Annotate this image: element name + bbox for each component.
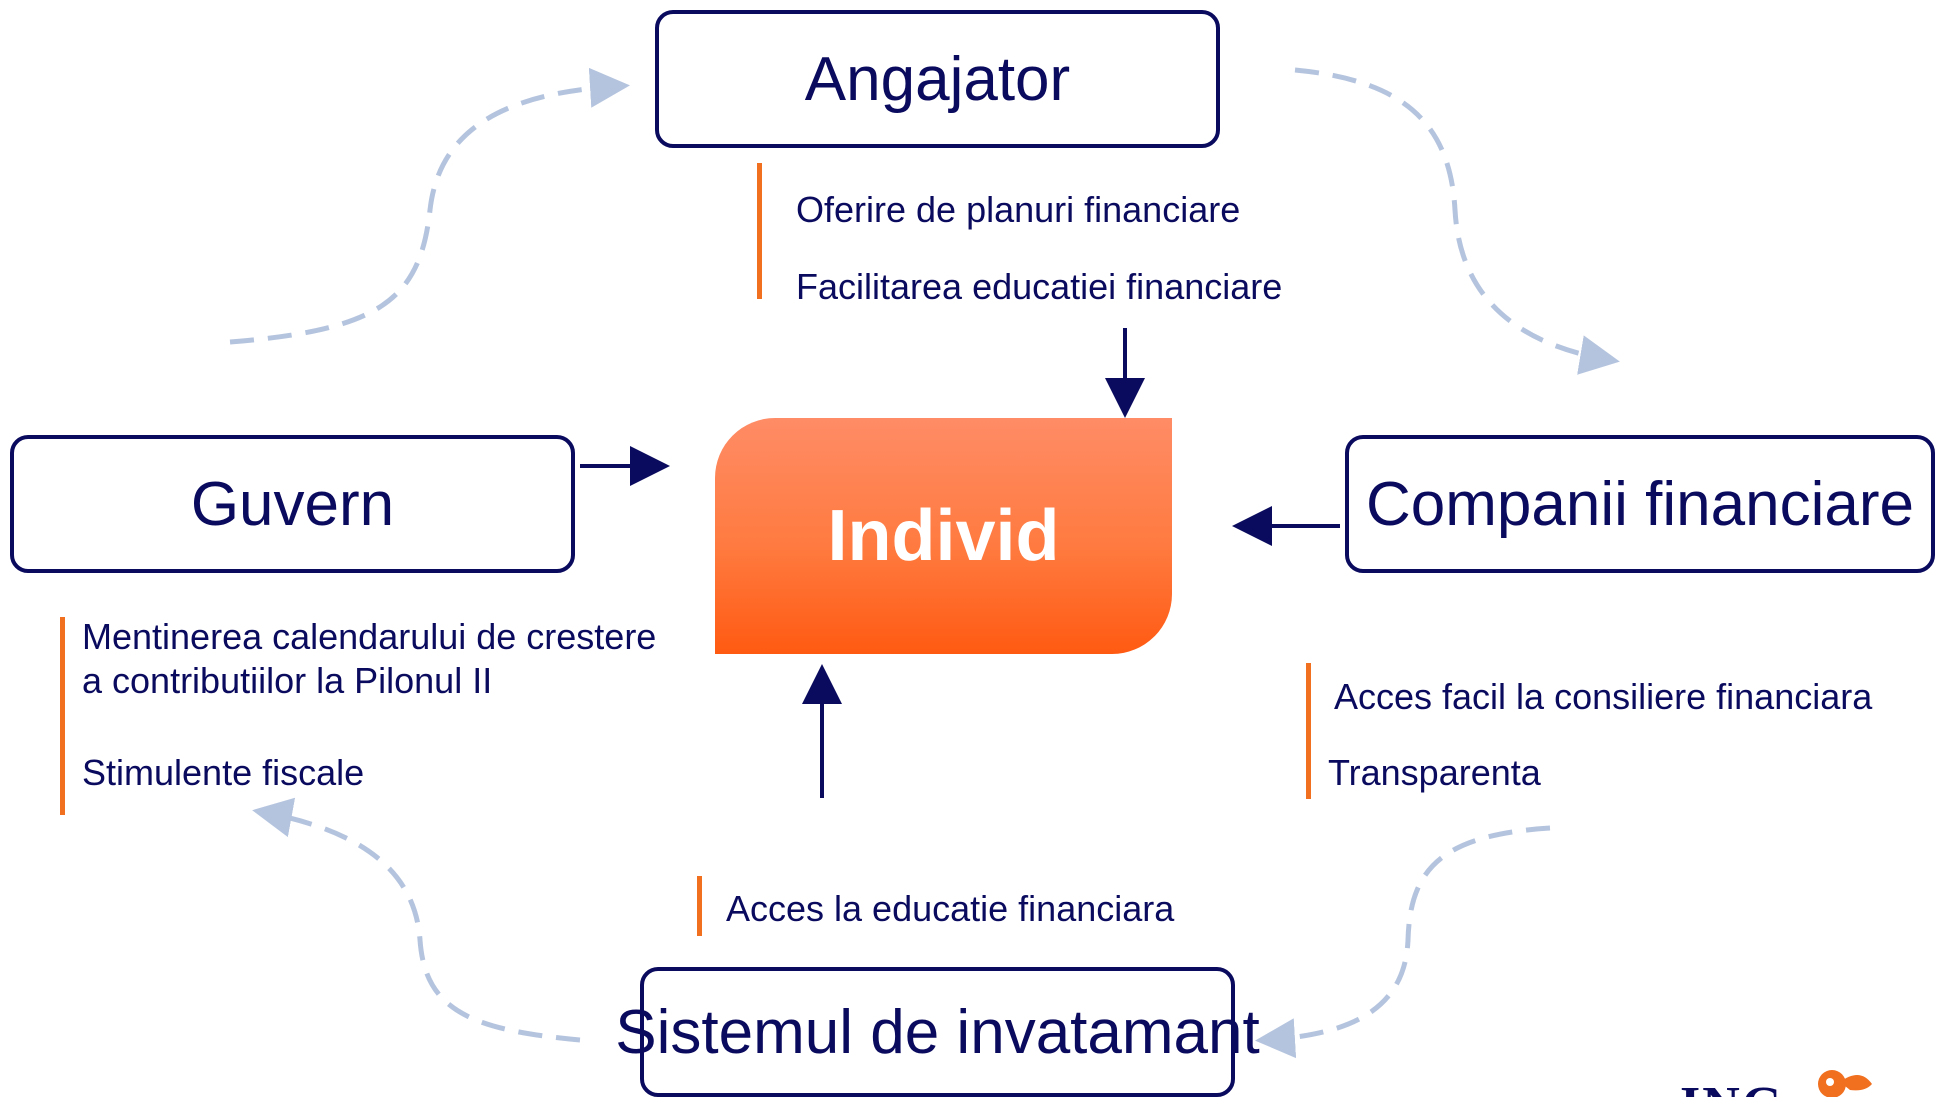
node-guvern: Guvern [10, 435, 575, 573]
lion-icon [1818, 1070, 1872, 1097]
note-companii-2: Transparenta [1328, 752, 1541, 793]
notes-sistem [697, 876, 703, 936]
dashed-arrow-guvern-to-angajator [229, 67, 630, 345]
note-angajator-2: Facilitarea educatiei financiare [796, 266, 1283, 307]
node-individ-label: Individ [827, 496, 1060, 576]
note-guvern-1: Mentinerea calendarului de crestere [82, 616, 657, 657]
node-angajator-label: Angajator [804, 44, 1071, 114]
node-guvern-label: Guvern [190, 469, 395, 539]
dashed-arrow-sistem-to-guvern [252, 797, 581, 1043]
node-angajator: Angajator [655, 10, 1220, 148]
notes-angajator [757, 163, 763, 299]
note-companii-1: Acces facil la consiliere financiara [1334, 676, 1873, 717]
note-guvern-2: a contributiilor la Pilonul II [82, 660, 493, 701]
node-sistem-label: Sistemul de invatamant [615, 997, 1260, 1067]
ing-logo: ING [1680, 1062, 1910, 1097]
node-sistemul-de-invatamant: Sistemul de invatamant [615, 967, 1260, 1097]
note-sistem-1: Acces la educatie financiara [726, 888, 1175, 929]
dashed-arrow-companii-to-sistem [1255, 825, 1551, 1059]
note-angajator-1: Oferire de planuri financiare [796, 189, 1241, 230]
dashed-arrow-angajator-to-companii [1294, 67, 1620, 375]
node-individ: Individ [715, 418, 1172, 654]
node-companii-label: Companii financiare [1366, 469, 1914, 539]
note-guvern-3: Stimulente fiscale [82, 752, 365, 793]
ing-logo-text: ING [1680, 1076, 1784, 1097]
node-companii-financiare: Companii financiare [1345, 435, 1935, 573]
notes-guvern [60, 617, 66, 815]
notes-companii [1306, 663, 1312, 799]
